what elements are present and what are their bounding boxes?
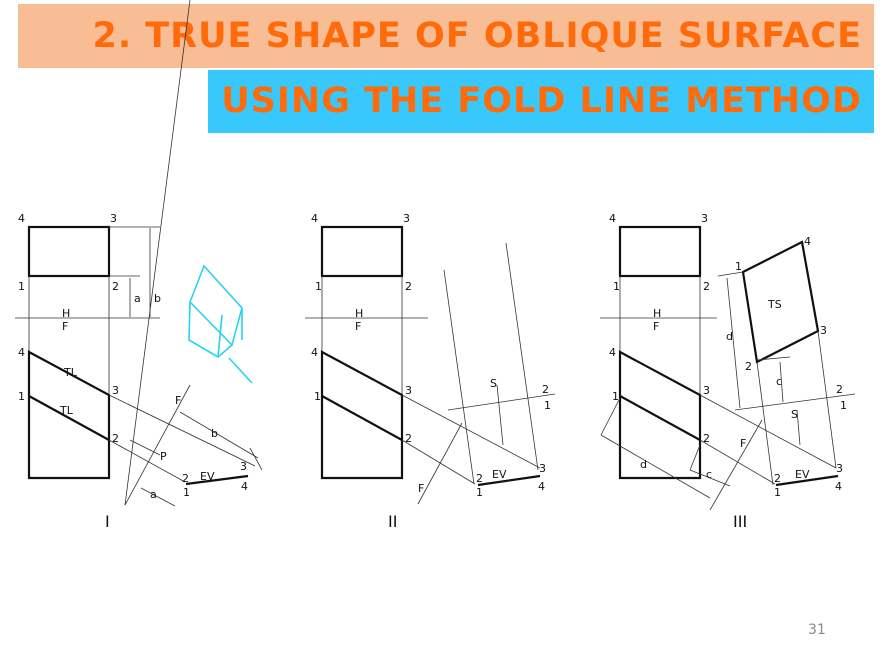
vertex-label: 1 [476, 486, 483, 499]
fold-label-f: F [653, 320, 659, 333]
vertex-label: 1 [612, 390, 619, 403]
fold-label-h: H [653, 307, 661, 320]
dim-label-c: c [776, 375, 782, 388]
vertex-label: 4 [609, 346, 616, 359]
vertex-label: 1 [613, 280, 620, 293]
vertex-label: 1 [315, 280, 322, 293]
vertex-label: 4 [538, 480, 545, 493]
vertex-label: 4 [804, 235, 811, 248]
vertex-label: 1 [735, 260, 742, 273]
vertex-label: 4 [241, 480, 248, 493]
vertex-label: 2 [112, 280, 119, 293]
vertex-label: 1 [18, 280, 25, 293]
fold-label-f: F [355, 320, 361, 333]
vertex-label: 4 [311, 212, 318, 225]
title-banner: 2. TRUE SHAPE OF OBLIQUE SURFACE [18, 4, 874, 68]
edge-view-label: EV [200, 470, 215, 483]
vertex-label: 1 [840, 399, 847, 412]
figure-caption-3: III [733, 512, 747, 531]
vertex-label: 2 [542, 383, 549, 396]
true-length-label: TL [63, 366, 78, 379]
vertex-label: 3 [112, 384, 119, 397]
vertex-label: 2 [703, 280, 710, 293]
vertex-label: 2 [182, 472, 189, 485]
slide-title: 2. TRUE SHAPE OF OBLIQUE SURFACE [92, 16, 862, 56]
vertex-label: 2 [405, 432, 412, 445]
vertex-label: 4 [311, 346, 318, 359]
page-number: 31 [808, 622, 826, 638]
view-dir-label: P [160, 450, 167, 463]
vertex-label: 3 [405, 384, 412, 397]
sight-label: S [490, 377, 497, 390]
vertex-label: 2 [405, 280, 412, 293]
vertex-label: 1 [544, 399, 551, 412]
vertex-label: 4 [835, 480, 842, 493]
vertex-label: 3 [539, 462, 546, 475]
dim-label-a: a [150, 488, 157, 501]
figure-1: 4 3 1 2 H F 4 1 3 2 TL TL b a F b P a 2 … [15, 0, 263, 531]
vertex-label: 2 [745, 360, 752, 373]
vertex-label: 1 [314, 390, 321, 403]
vertex-label: 2 [836, 383, 843, 396]
true-length-label: TL [59, 404, 74, 417]
vertex-label: 2 [112, 432, 119, 445]
edge-view-label: EV [492, 468, 507, 481]
figure-caption-2: II [388, 512, 397, 531]
vertex-label: 4 [609, 212, 616, 225]
vertex-label: 2 [703, 432, 710, 445]
vertex-label: 3 [403, 212, 410, 225]
figure-2: 4 3 1 2 H F 4 1 3 2 F S 2 1 2 1 3 4 EV I… [305, 212, 556, 531]
vertex-label: 1 [18, 390, 25, 403]
fold-label-f1: F [175, 394, 181, 407]
vertex-label: 3 [701, 212, 708, 225]
vertex-label: 3 [110, 212, 117, 225]
dim-label-d: d [640, 458, 647, 471]
dim-label-a: a [134, 292, 141, 305]
vertex-label: 3 [240, 460, 247, 473]
fold-label-f: F [62, 320, 68, 333]
subtitle-banner: USING THE FOLD LINE METHOD [208, 70, 874, 133]
true-shape-label: TS [767, 298, 782, 311]
dim-label-b: b [211, 427, 218, 440]
fold-label-f1: F [418, 482, 424, 495]
figure-3: 4 3 1 2 H F 4 1 3 2 1 4 3 2 TS d c 2 1 S… [600, 212, 856, 531]
dim-label-d: d [726, 330, 733, 343]
figure-caption-1: I [105, 512, 110, 531]
vertex-label: 3 [836, 462, 843, 475]
edge-view-label: EV [795, 468, 810, 481]
vertex-label: 4 [18, 346, 25, 359]
vertex-label: 4 [18, 212, 25, 225]
dim-label-b: b [154, 292, 161, 305]
vertex-label: 3 [820, 324, 827, 337]
sight-label: S [791, 408, 798, 421]
fold-label-f1: F [740, 437, 746, 450]
vertex-label: 1 [183, 486, 190, 499]
fold-label-h: H [355, 307, 363, 320]
vertex-label: 3 [703, 384, 710, 397]
dim-label-c: c [706, 468, 712, 481]
fold-label-h: H [62, 307, 70, 320]
vertex-label: 2 [476, 472, 483, 485]
slide-subtitle: USING THE FOLD LINE METHOD [221, 81, 862, 121]
vertex-label: 2 [774, 472, 781, 485]
vertex-label: 1 [774, 486, 781, 499]
